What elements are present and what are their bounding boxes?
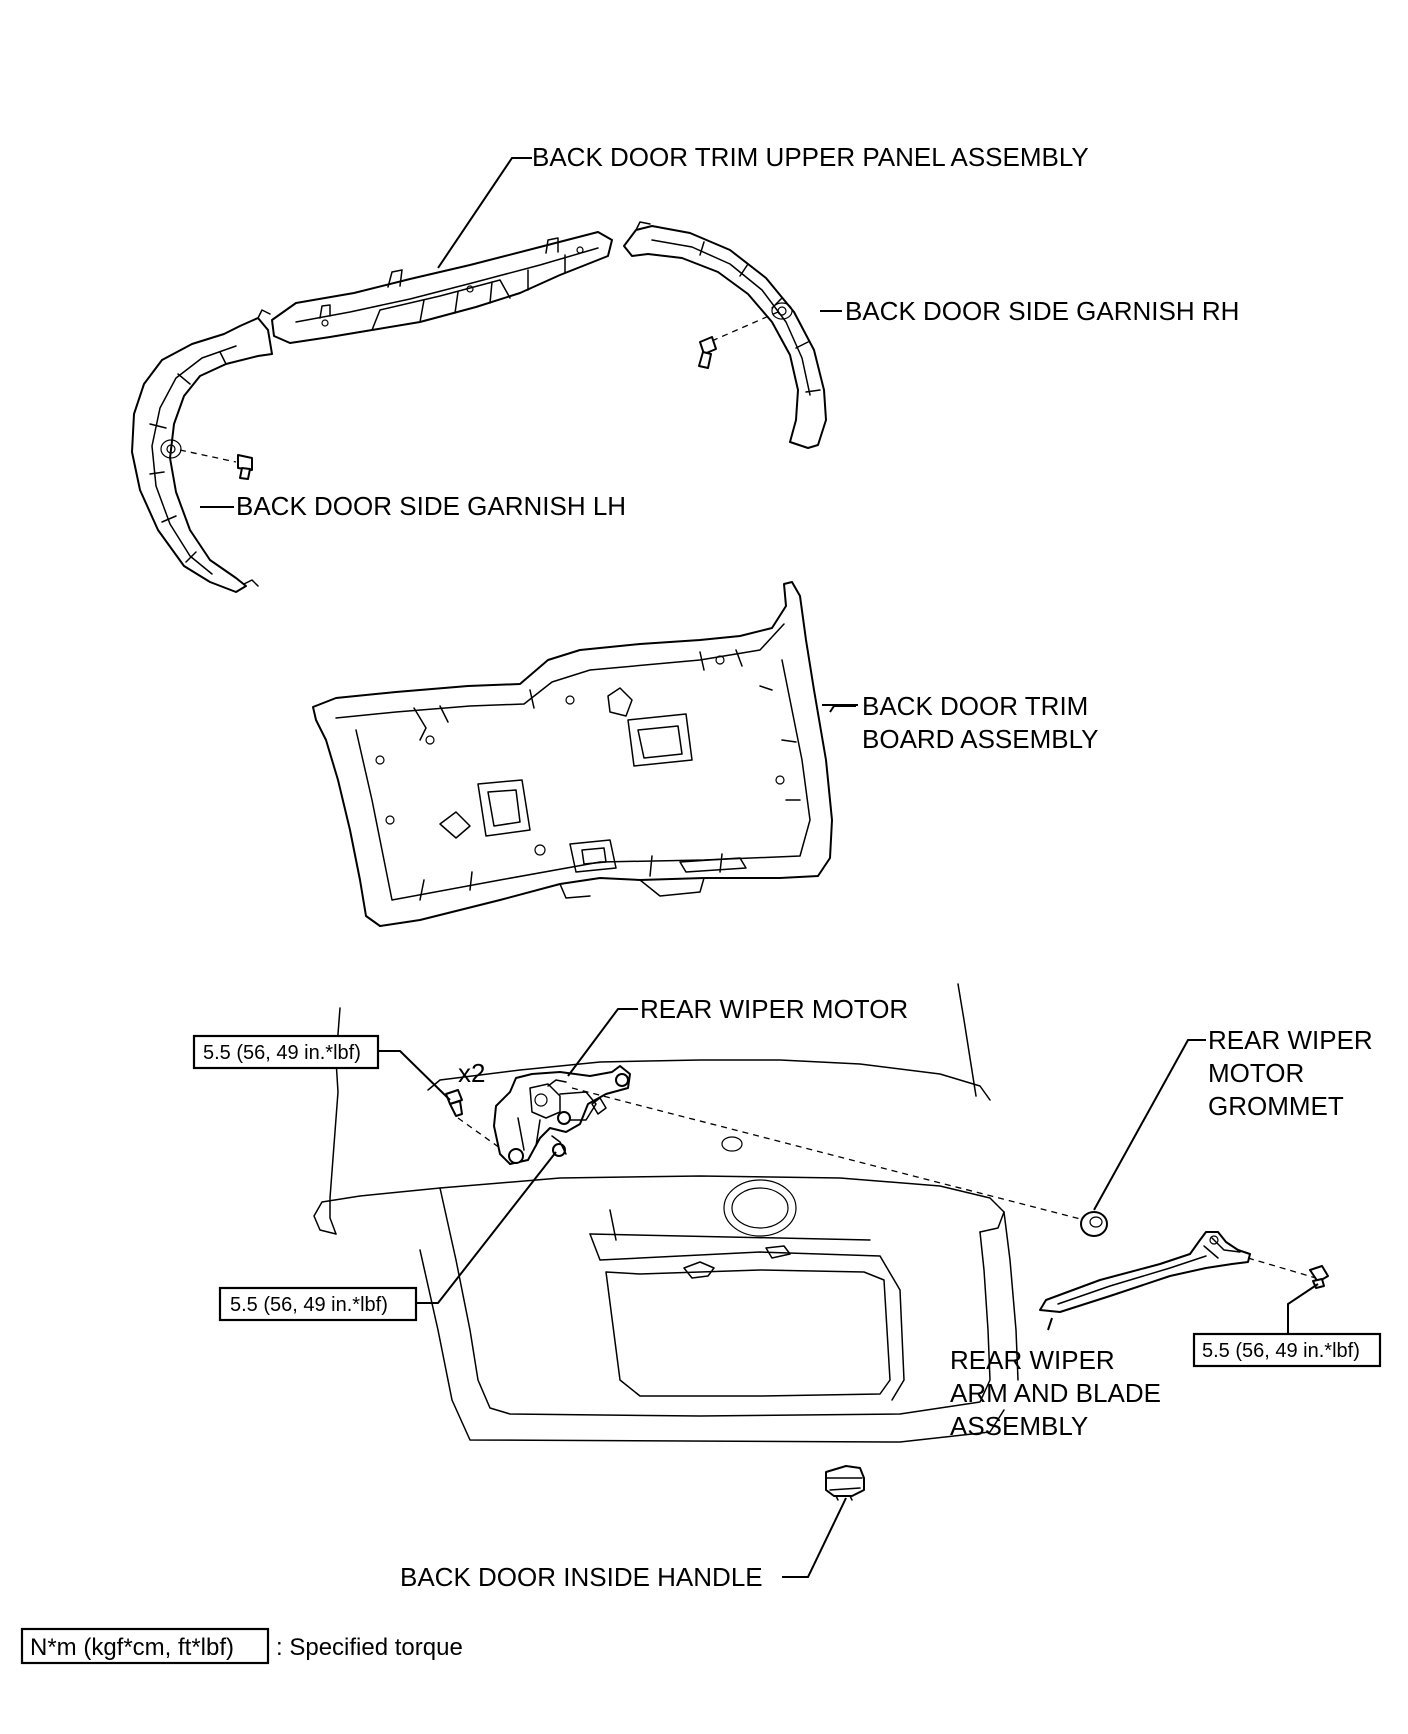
torque-box-arm-nut: 5.5 (56, 49 in.*lbf) bbox=[1192, 1332, 1382, 1368]
label-upper-panel: BACK DOOR TRIM UPPER PANEL ASSEMBLY bbox=[532, 142, 1089, 172]
torque-arm-nut: 5.5 (56, 49 in.*lbf) bbox=[1202, 1340, 1360, 1362]
label-inside-handle: BACK DOOR INSIDE HANDLE bbox=[400, 1562, 763, 1592]
legend: N*m (kgf*cm, ft*lbf) : Specified torque bbox=[20, 1627, 463, 1665]
side-garnish-lh-drawing bbox=[131, 309, 273, 593]
rear-wiper-motor-drawing bbox=[493, 1065, 631, 1165]
label-grommet-line1: REAR WIPER bbox=[1208, 1025, 1373, 1055]
label-arm-line1: REAR WIPER bbox=[950, 1345, 1115, 1375]
back-door-outline bbox=[313, 983, 1019, 1443]
label-arm-line2: ARM AND BLADE bbox=[950, 1378, 1161, 1408]
garnish-rh-clip bbox=[698, 311, 779, 369]
wiper-arm-drawing bbox=[1039, 1231, 1317, 1313]
torque-motor-bolts: 5.5 (56, 49 in.*lbf) bbox=[203, 1042, 361, 1064]
torque-motor-nut: 5.5 (56, 49 in.*lbf) bbox=[230, 1294, 388, 1316]
grommet-drawing bbox=[1080, 1211, 1108, 1237]
label-grommet-line2: MOTOR bbox=[1208, 1058, 1304, 1088]
label-garnish-lh: BACK DOOR SIDE GARNISH LH bbox=[236, 491, 626, 521]
label-grommet-line3: GROMMET bbox=[1208, 1091, 1344, 1121]
side-garnish-rh-drawing bbox=[623, 221, 827, 449]
inside-handle-drawing bbox=[825, 1465, 865, 1501]
trim-board-drawing bbox=[312, 581, 833, 927]
motor-bolt-drawing bbox=[445, 1089, 501, 1149]
label-arm-line3: ASSEMBLY bbox=[950, 1411, 1088, 1441]
upper-panel-drawing bbox=[271, 231, 613, 344]
label-qty-x2: x2 bbox=[458, 1058, 485, 1088]
legend-unit-box: N*m (kgf*cm, ft*lbf) bbox=[30, 1634, 234, 1661]
torque-box-motor-nut: 5.5 (56, 49 in.*lbf) bbox=[218, 1286, 418, 1322]
label-garnish-rh: BACK DOOR SIDE GARNISH RH bbox=[845, 296, 1239, 326]
label-wiper-motor: REAR WIPER MOTOR bbox=[640, 994, 908, 1024]
garnish-lh-clip bbox=[179, 449, 253, 480]
assembly-axis-line bbox=[571, 1087, 1093, 1223]
legend-description: : Specified torque bbox=[276, 1634, 463, 1661]
torque-box-motor-bolts: 5.5 (56, 49 in.*lbf) bbox=[192, 1034, 380, 1070]
leader-lines bbox=[200, 157, 1319, 1578]
label-trim-board-line1: BACK DOOR TRIM bbox=[862, 691, 1088, 721]
label-trim-board-line2: BOARD ASSEMBLY bbox=[862, 724, 1099, 754]
